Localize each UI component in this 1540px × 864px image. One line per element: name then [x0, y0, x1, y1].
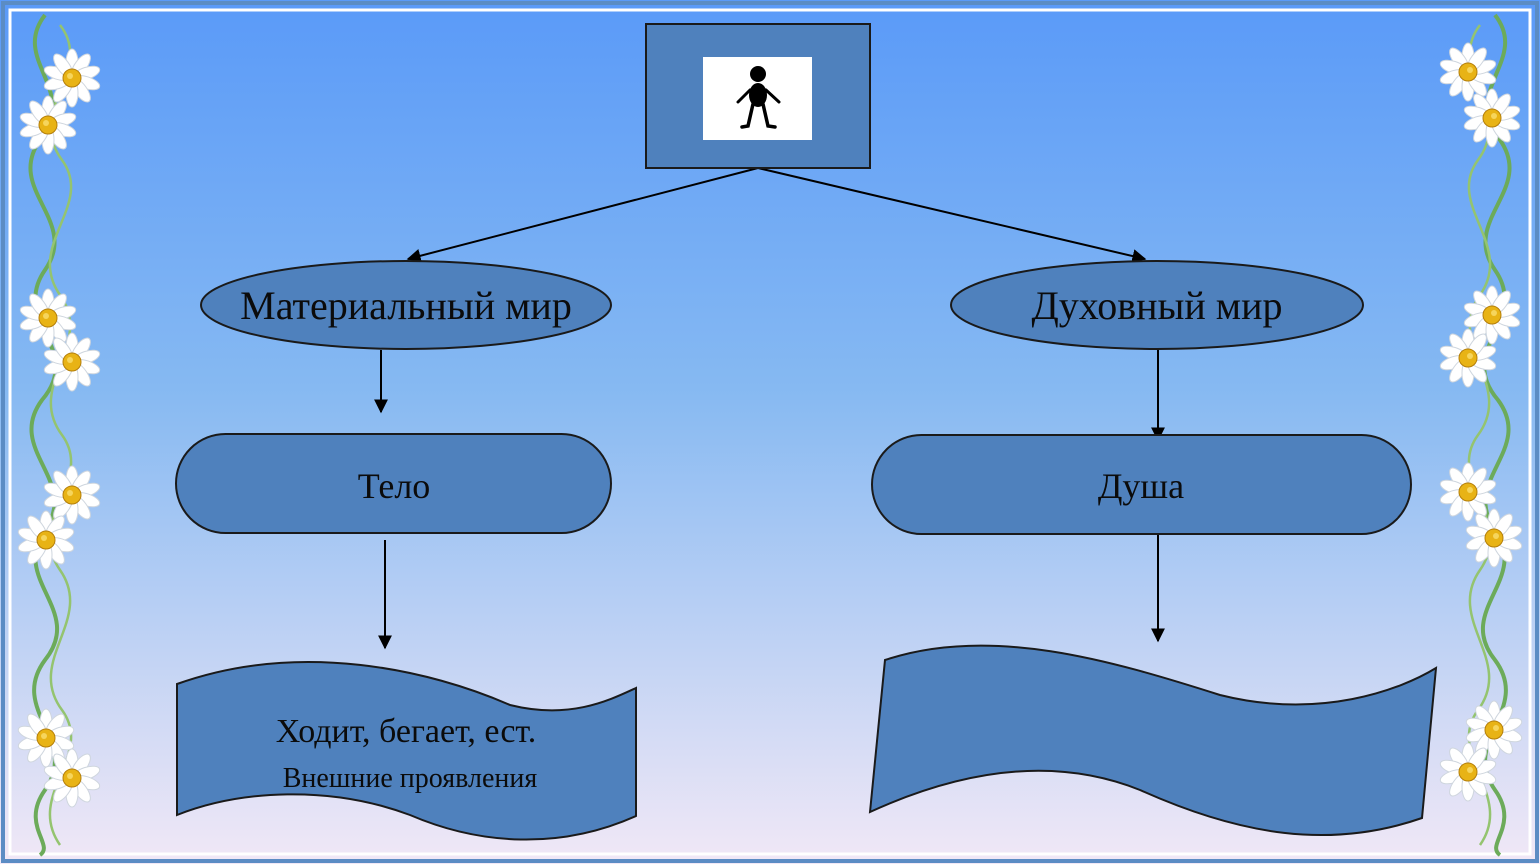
- root-node: [645, 23, 871, 169]
- soul-actions-node: [868, 644, 1438, 837]
- body-actions-line1: Ходит, бегает, ест.: [276, 713, 536, 750]
- person-icon: [736, 66, 781, 129]
- arrow-root-to-material: [406, 167, 759, 263]
- body-label: Тело: [358, 466, 431, 506]
- material-world-node: Материальный мир: [200, 260, 612, 350]
- body-actions-line2: Внешние проявления: [283, 763, 538, 794]
- spiritual-world-label: Духовный мир: [1031, 283, 1282, 328]
- spiritual-world-node: Духовный мир: [950, 260, 1364, 350]
- connectors: [374, 167, 1165, 650]
- soul-node: Душа: [871, 434, 1412, 535]
- soul-label: Душа: [1098, 466, 1184, 506]
- arrow-root-to-spiritual: [757, 167, 1147, 263]
- slide-frame-inner: [8, 8, 1532, 856]
- material-world-label: Материальный мир: [240, 283, 572, 328]
- body-node: Тело: [175, 433, 612, 534]
- body-actions-node: Ходит, бегает, ест. Внешние проявления: [176, 661, 637, 841]
